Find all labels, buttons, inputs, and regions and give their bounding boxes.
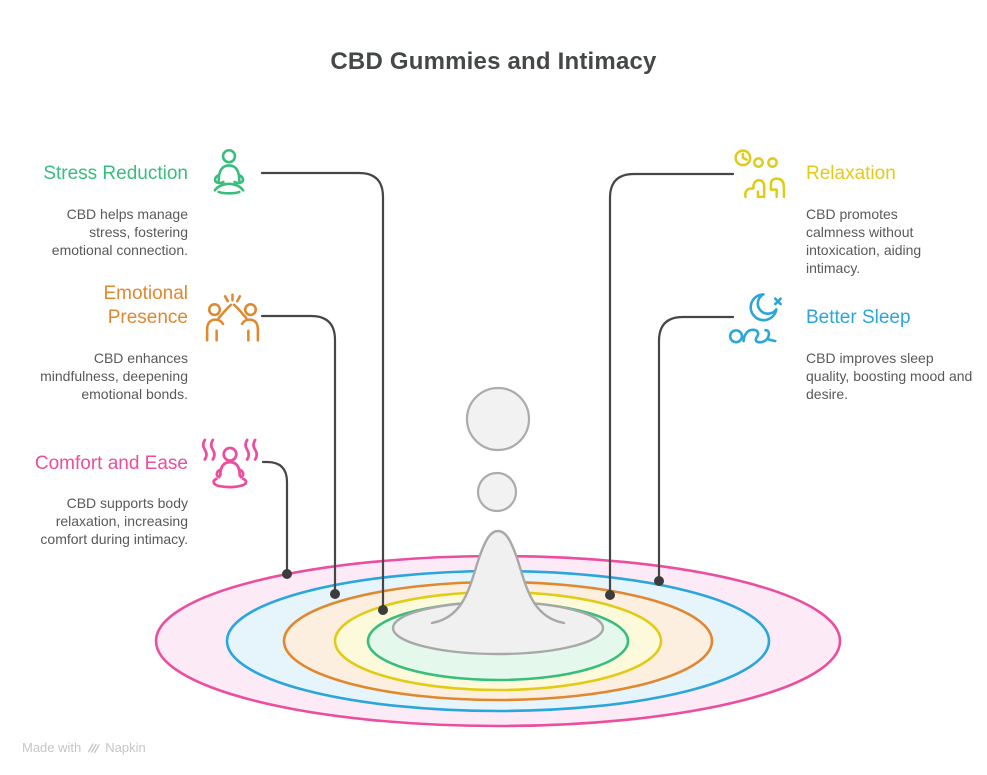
high-five-people-icon bbox=[205, 291, 260, 343]
item-desc-better-sleep: CBD improves sleep quality, boosting moo… bbox=[806, 350, 973, 402]
page-title: CBD Gummies and Intimacy bbox=[330, 48, 657, 75]
item-desc-relaxation: CBD promotes calmness without intoxicati… bbox=[806, 206, 922, 276]
connector-stress-reduction bbox=[260, 171, 385, 611]
splash-spout bbox=[430, 529, 566, 625]
connector-dot-better-sleep bbox=[654, 576, 664, 586]
relaxed-person-steam-icon bbox=[198, 436, 262, 492]
clock-seated-people-icon bbox=[732, 147, 786, 201]
moon-sleeping-person-icon bbox=[728, 291, 786, 345]
connector-dot-stress-reduction bbox=[378, 605, 388, 615]
connector-comfort-and-ease bbox=[261, 460, 289, 574]
connector-relaxation bbox=[608, 172, 735, 596]
item-title-comfort-and-ease: Comfort and Ease bbox=[34, 453, 188, 474]
droplet-large bbox=[465, 386, 531, 452]
footer-brand-text: Napkin bbox=[105, 740, 146, 755]
item-title-emotional-presence: Emotional Presence bbox=[103, 283, 189, 328]
connector-lines bbox=[260, 171, 735, 611]
item-title-better-sleep: Better Sleep bbox=[806, 307, 911, 328]
connector-dot-comfort-and-ease bbox=[282, 569, 292, 579]
footer-made-with-text: Made with bbox=[22, 740, 82, 755]
napkin-logo-icon bbox=[88, 742, 101, 753]
connector-dot-emotional-presence bbox=[330, 589, 340, 599]
item-desc-emotional-presence: CBD enhances mindfulness, deepening emot… bbox=[40, 350, 188, 402]
footer-branding: Made with Napkin bbox=[22, 740, 146, 755]
connector-dots bbox=[282, 569, 664, 615]
meditating-person-icon bbox=[203, 147, 255, 199]
connector-better-sleep bbox=[657, 315, 735, 581]
item-desc-stress-reduction: CBD helps manage stress, fostering emoti… bbox=[51, 206, 188, 258]
droplet-small bbox=[476, 471, 518, 513]
connector-dot-relaxation bbox=[605, 590, 615, 600]
connector-emotional-presence bbox=[260, 314, 337, 595]
item-title-relaxation: Relaxation bbox=[806, 163, 896, 184]
item-desc-comfort-and-ease: CBD supports body relaxation, increasing… bbox=[40, 495, 188, 547]
item-title-stress-reduction: Stress Reduction bbox=[43, 163, 188, 184]
